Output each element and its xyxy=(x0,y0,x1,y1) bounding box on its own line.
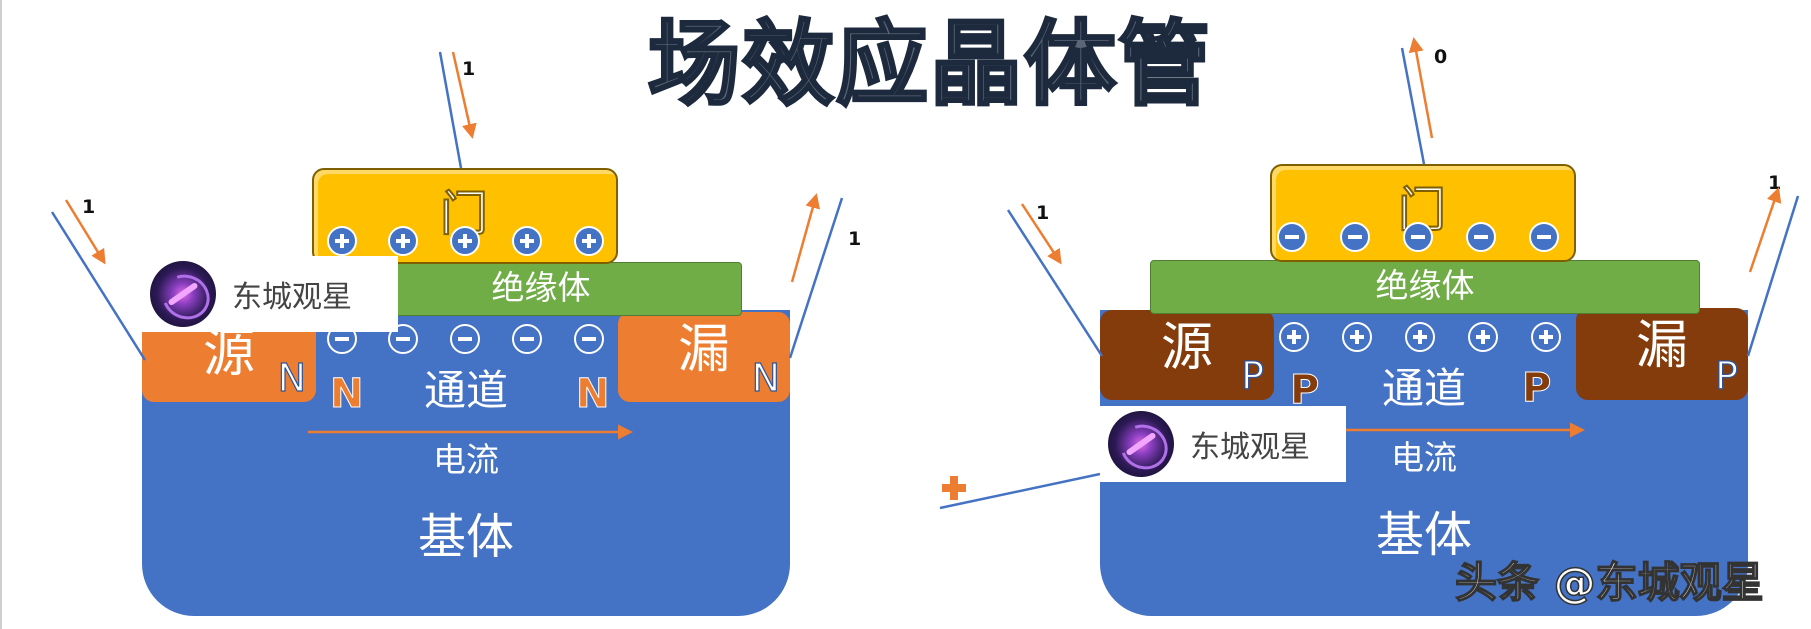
left-gate-charge-plus-3 xyxy=(450,226,480,256)
right-drain-region: 漏 P xyxy=(1576,308,1748,400)
right-channel-charge-plus-4 xyxy=(1468,322,1498,352)
right-channel-type-right: P xyxy=(1521,365,1552,411)
left-gate-charge-plus-1 xyxy=(327,226,357,256)
right-substrate-wire xyxy=(939,472,1101,510)
left-gate-signal: 1 xyxy=(462,58,476,80)
author-avatar xyxy=(150,261,216,327)
left-drain-label: 漏 xyxy=(677,320,730,380)
author-name: 东城观星 xyxy=(1190,430,1310,465)
right-drain-label: 漏 xyxy=(1635,316,1688,376)
right-source-label: 源 xyxy=(1160,318,1213,378)
diagram-title: 场效应晶体管 xyxy=(646,10,1212,120)
left-drain-region: 漏 N xyxy=(618,312,790,402)
left-gate-charge-plus-5 xyxy=(574,226,604,256)
right-gate-charge-minus-4 xyxy=(1466,222,1496,252)
right-gate-arrow xyxy=(1408,37,1434,139)
right-source-wire xyxy=(1006,209,1104,357)
left-source-arrow xyxy=(64,199,106,265)
left-gate-charge-plus-4 xyxy=(512,226,542,256)
right-drain-arrow xyxy=(1748,187,1782,273)
left-channel-charge-minus-5 xyxy=(574,324,604,354)
right-source-region: 源 P xyxy=(1100,310,1274,400)
right-channel-charge-plus-2 xyxy=(1342,322,1372,352)
left-source-label: 源 xyxy=(202,324,255,384)
author-badge-left: 东城观星 xyxy=(142,256,398,332)
left-gate-wire xyxy=(438,51,463,169)
right-channel-charge-plus-1 xyxy=(1279,322,1309,352)
right-gate-charge-minus-2 xyxy=(1340,222,1370,252)
left-source-type: N xyxy=(277,355,307,400)
page-edge-divider xyxy=(0,0,2,629)
right-current-label: 电流 xyxy=(1391,438,1457,477)
author-name: 东城观星 xyxy=(232,280,352,315)
right-source-arrow xyxy=(1020,203,1062,265)
right-channel-label: 通道 xyxy=(1381,364,1466,413)
left-drain-arrow xyxy=(790,193,820,283)
right-drain-wire xyxy=(1746,195,1800,357)
platform-watermark: 头条 @东城观星 xyxy=(1454,557,1764,608)
right-gate-charge-minus-1 xyxy=(1277,222,1307,252)
author-avatar xyxy=(1108,411,1174,477)
left-channel-type-right: N xyxy=(575,371,610,417)
left-drain-wire xyxy=(788,197,844,359)
right-channel-charge-plus-5 xyxy=(1531,322,1561,352)
right-gate-charge-minus-3 xyxy=(1403,222,1433,252)
right-gate-wire xyxy=(1400,47,1426,165)
left-channel-charge-minus-3 xyxy=(450,324,480,354)
left-source-signal: 1 xyxy=(82,196,96,218)
right-source-signal: 1 xyxy=(1036,202,1050,224)
left-channel-type-left: N xyxy=(329,371,364,417)
left-current-label: 电流 xyxy=(433,440,499,479)
left-gate-charge-plus-2 xyxy=(388,226,418,256)
left-channel-label: 通道 xyxy=(423,366,508,415)
right-channel-type-left: P xyxy=(1289,367,1320,413)
author-badge-right: 东城观星 xyxy=(1100,406,1346,482)
left-drain-type: N xyxy=(751,355,781,400)
left-channel-charge-minus-4 xyxy=(512,324,542,354)
right-channel-charge-plus-3 xyxy=(1405,322,1435,352)
left-drain-signal: 1 xyxy=(848,228,862,250)
right-substrate-label: 基体 xyxy=(1375,507,1472,563)
right-gate-signal: 0 xyxy=(1434,46,1448,68)
right-gate-charge-minus-5 xyxy=(1529,222,1559,252)
right-source-type: P xyxy=(1240,353,1264,398)
left-source-wire xyxy=(50,211,147,361)
right-drain-type: P xyxy=(1714,353,1738,398)
left-substrate-label: 基体 xyxy=(417,509,514,565)
left-gate-arrow xyxy=(451,51,477,139)
right-insulator: 绝缘体 xyxy=(1150,260,1700,314)
left-insulator: 绝缘体 xyxy=(340,262,742,316)
